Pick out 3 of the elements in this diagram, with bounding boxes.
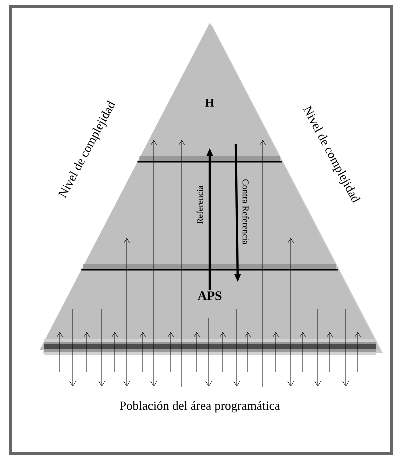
population-label: Población del área programática <box>120 401 280 413</box>
level-label: APS <box>198 292 222 300</box>
level-label: H <box>206 99 214 107</box>
